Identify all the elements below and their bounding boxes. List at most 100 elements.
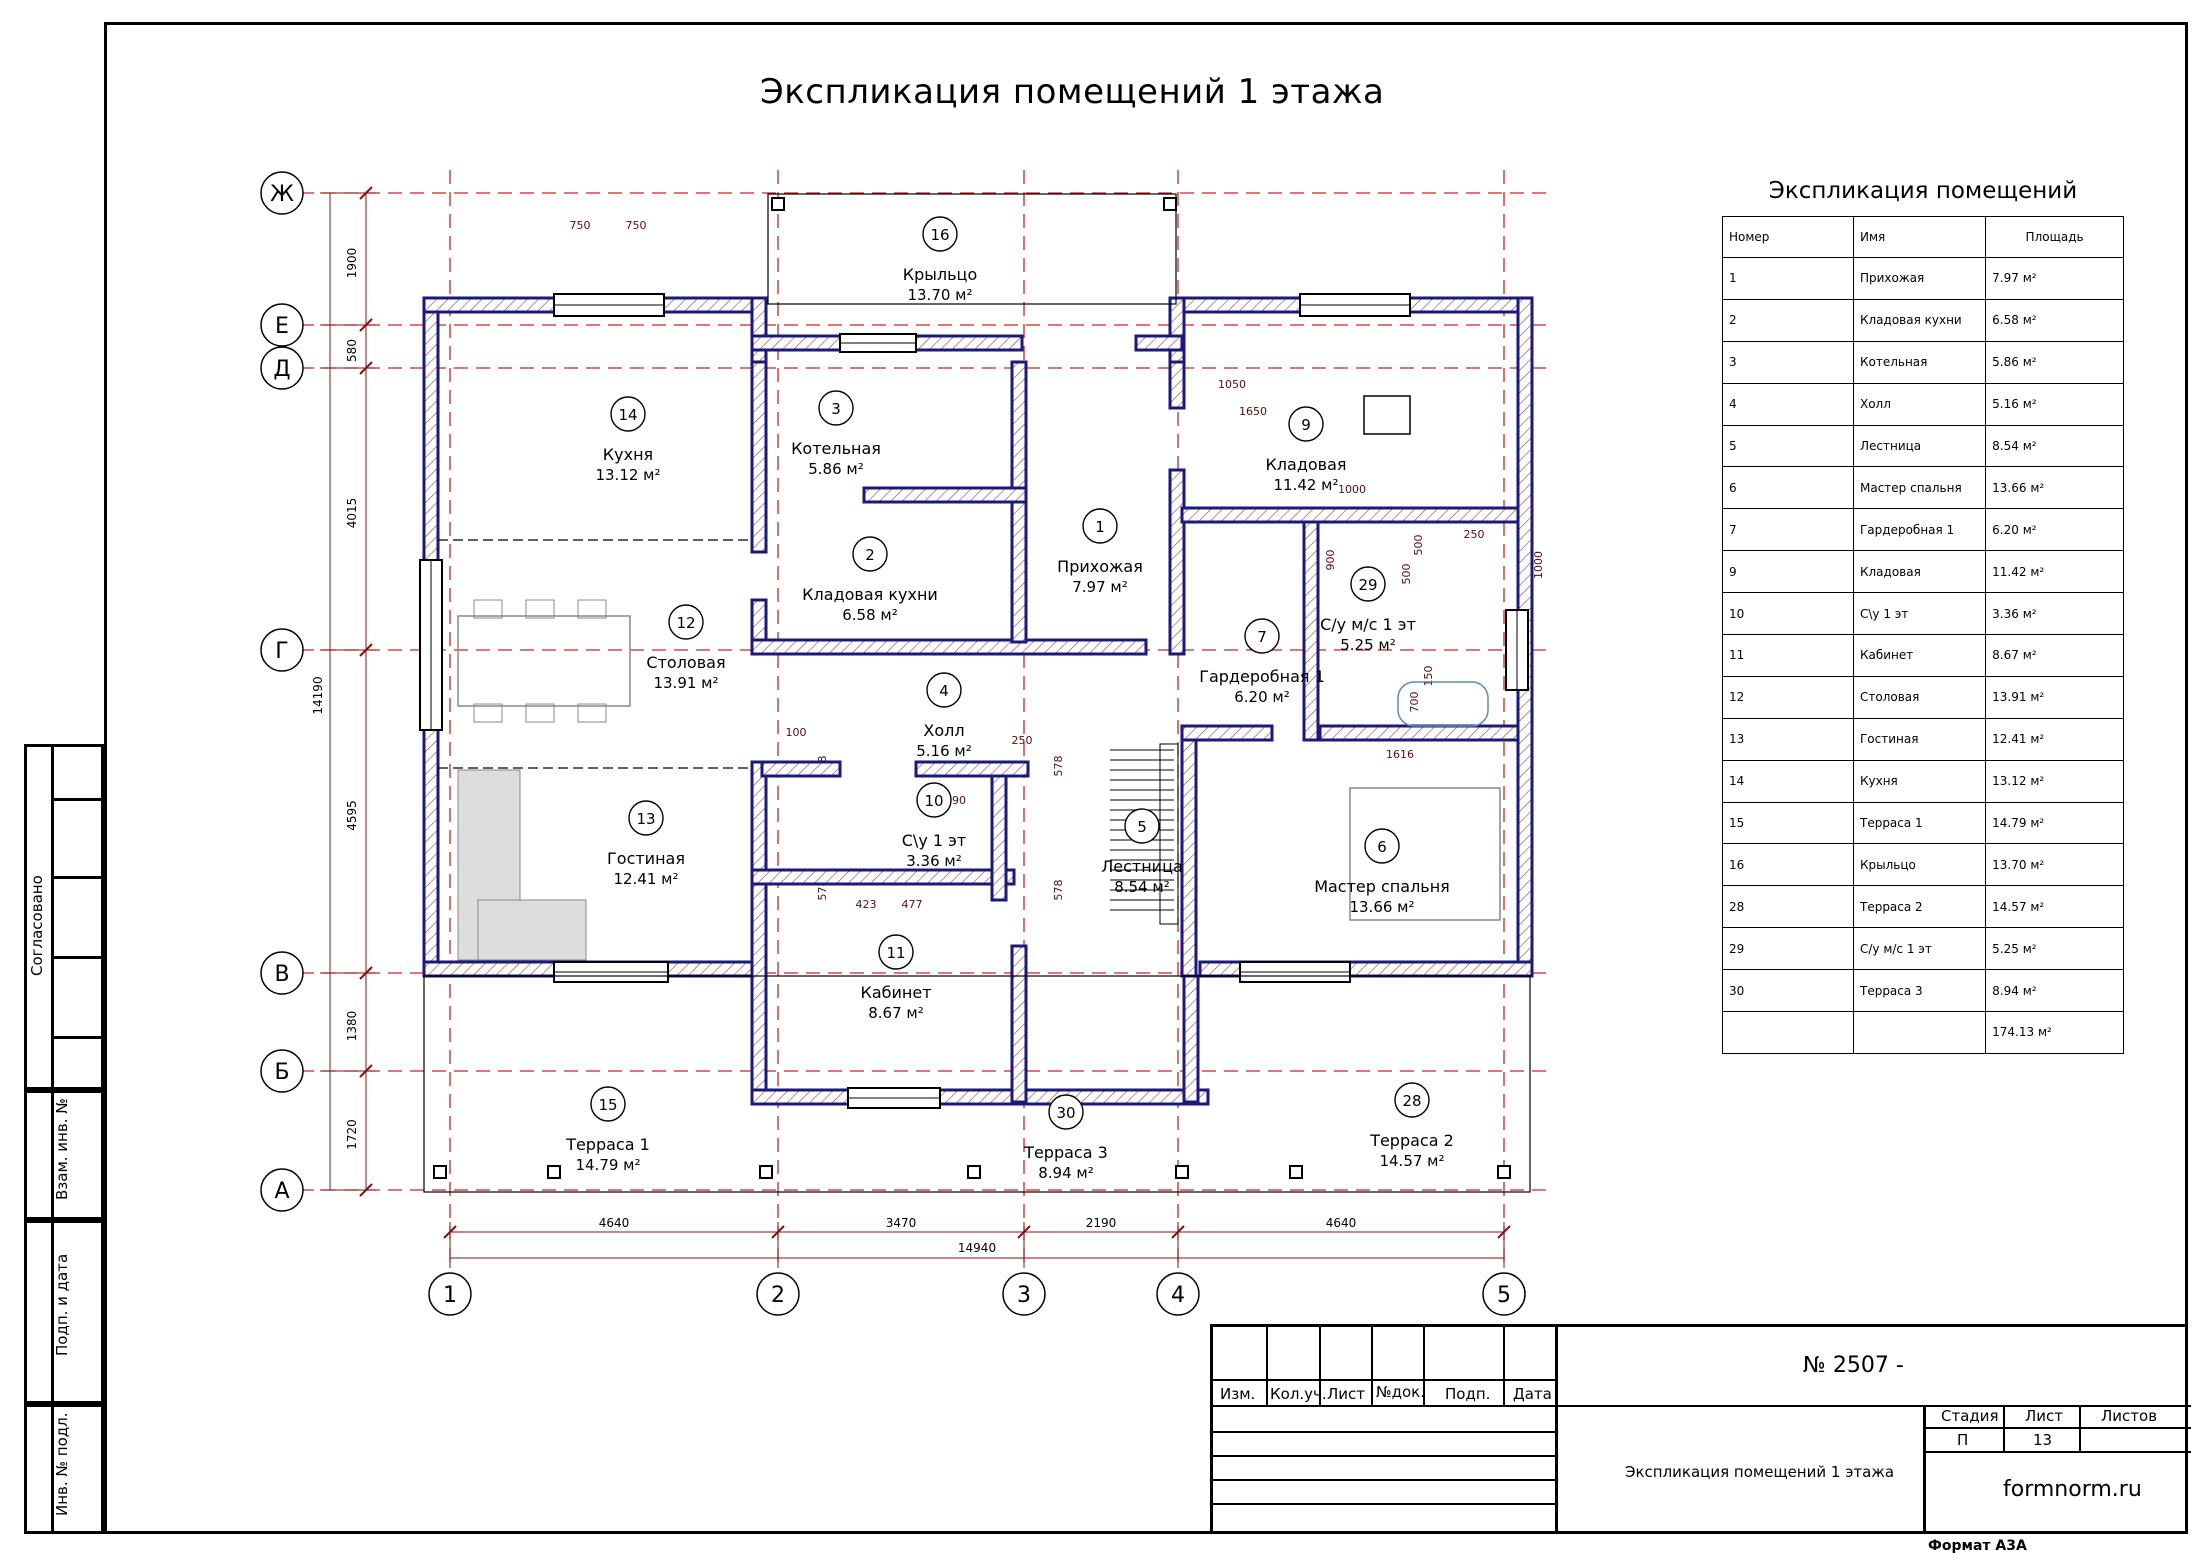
room-area: 8.67 м² (868, 1004, 924, 1022)
room-name: Крыльцо (903, 265, 977, 284)
furniture (457, 395, 1501, 961)
room-number: 12 (676, 614, 695, 632)
room-name: Лестница (1101, 857, 1183, 876)
room-bubble (926, 672, 962, 708)
cell-name: Столовая (1852, 675, 1987, 719)
dim-value: 3470 (886, 1216, 917, 1230)
cell-number: 12 (1722, 675, 1854, 719)
cell-number: 13 (1722, 717, 1854, 761)
wall-kitchen-right (750, 360, 768, 554)
wall-office-right (1182, 974, 1200, 1104)
detail-dim: 578 (1052, 756, 1065, 777)
room-area: 13.70 м² (907, 286, 972, 304)
room-number: 15 (598, 1096, 617, 1114)
dim-value: 580 (345, 339, 359, 362)
axis-label: 2 (771, 1283, 785, 1308)
room-area: 12.41 м² (613, 870, 678, 888)
sheets-label: Листов (2101, 1407, 2158, 1425)
wall-wc-top-right (914, 760, 1030, 778)
axis-bubble (428, 1272, 472, 1316)
room-bubble (1082, 508, 1118, 544)
room-name: Кабинет (860, 983, 931, 1002)
cell-name: Кладовая (1852, 550, 1987, 594)
stamp-inv-original: Инв. № подл. (53, 1412, 71, 1516)
wall-entry-right-top (1168, 360, 1186, 410)
cell-name: С\у 1 эт (1852, 592, 1987, 636)
dim-value: 4640 (1326, 1216, 1357, 1230)
room-number: 30 (1056, 1104, 1075, 1122)
room-bubble (610, 396, 646, 432)
cell-area: 8.67 м² (1985, 634, 2124, 677)
col-sheet: Лист (1327, 1385, 1366, 1403)
detail-dim: 750 (570, 219, 591, 232)
detail-dim: 250 (1464, 528, 1485, 541)
axis-bubble (1156, 1272, 1200, 1316)
detail-dim: 1000 (1338, 483, 1366, 496)
cell-name: Терраса 2 (1852, 885, 1987, 929)
walls (419, 193, 1534, 1193)
terrace-outline (423, 975, 1531, 1193)
wall-wardrobe-left (1180, 724, 1274, 742)
post (433, 1165, 447, 1179)
cell-area: 13.70 м² (1985, 843, 2124, 887)
dim-slash (359, 966, 373, 980)
cabinet (1363, 395, 1411, 435)
axis-label: Г (275, 639, 288, 664)
room-name: Терраса 3 (1023, 1143, 1108, 1162)
cell-number: 29 (1722, 927, 1854, 971)
dim-total: 14190 (311, 676, 325, 714)
room-area: 7.97 м² (1072, 578, 1128, 596)
explication-header-row: Номер Имя Площадь (1722, 216, 2124, 258)
dim-value: 4015 (345, 498, 359, 529)
dim-slash (1497, 1225, 1511, 1239)
chair (473, 703, 503, 723)
cell-area: 8.94 м² (1985, 969, 2124, 1013)
room-name: Гостиная (607, 849, 685, 868)
bed (1349, 787, 1501, 921)
room-area: 14.57 м² (1379, 1152, 1444, 1170)
room-bubble (818, 390, 854, 426)
room-number: 14 (618, 406, 637, 424)
cell-area: 8.54 м² (1985, 424, 2124, 468)
cell-area: 14.79 м² (1985, 801, 2124, 845)
dining-table (457, 615, 631, 707)
detail-dim: 500 (1412, 535, 1425, 556)
room-name: Прихожая (1057, 557, 1143, 576)
room-number: 1 (1095, 518, 1105, 536)
sheet-title: Экспликация помещений 1 этажа (1625, 1463, 1895, 1481)
cell-name: Лестница (1852, 424, 1987, 468)
chair (525, 703, 555, 723)
cell-area: 12.41 м² (1985, 717, 2124, 761)
dim-slash (443, 1225, 457, 1239)
axis-label: 1 (443, 1283, 457, 1308)
cell-number: 2 (1722, 298, 1854, 342)
dim-slash (1017, 1225, 1031, 1239)
axis-label: В (274, 962, 289, 987)
dim-slash (359, 318, 373, 332)
wall-storage-bottom (1180, 506, 1520, 524)
cell-total: 174.13 м² (1985, 1011, 2124, 1054)
room-bubble (1048, 1094, 1084, 1130)
room-bubble (1364, 828, 1400, 864)
bathtub (1397, 681, 1489, 727)
room-number: 10 (924, 792, 943, 810)
wall-bath-left (1302, 520, 1320, 742)
cell-area: 13.91 м² (1985, 675, 2124, 719)
axis-bubble (260, 628, 304, 672)
sheet-value: 13 (2033, 1431, 2053, 1449)
format-label: Формат А3А (1928, 1538, 2027, 1554)
dim-slash (771, 1225, 785, 1239)
porch-outline (767, 193, 1177, 305)
dim-slash (359, 1183, 373, 1197)
cell-area: 13.12 м² (1985, 759, 2124, 803)
wall-pantry-top (862, 486, 1028, 504)
post (759, 1165, 773, 1179)
cell-area: 3.36 м² (1985, 592, 2124, 636)
